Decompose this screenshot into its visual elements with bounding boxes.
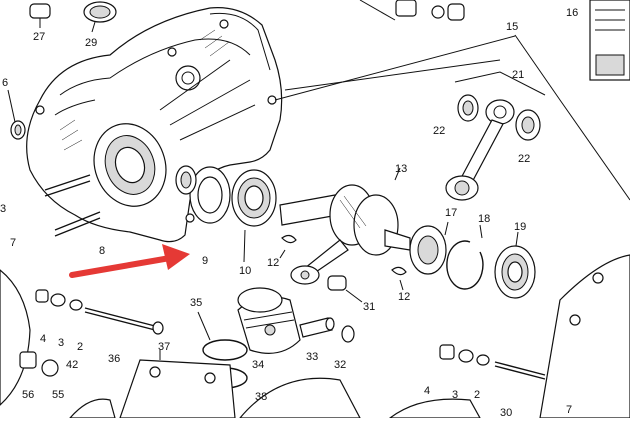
label-19: 19 (514, 221, 526, 233)
part-56-nut (19, 351, 37, 369)
label-17: 17 (445, 207, 457, 219)
label-22-right: 22 (518, 153, 530, 165)
right-cover-bolt-2 (592, 272, 604, 284)
part-36-stud-bolt (84, 307, 164, 335)
lower-housing-edge (388, 398, 482, 419)
left-cover-edge (0, 269, 31, 406)
label-12-right: 12 (398, 291, 410, 303)
part-32-clip (341, 325, 355, 343)
label-7-right: 7 (566, 404, 572, 416)
right-cover-bolt (569, 314, 581, 326)
label-35: 35 (190, 297, 202, 309)
label-4-right: 4 (424, 385, 430, 397)
label-12-left: 12 (267, 257, 279, 269)
label-38: 38 (255, 391, 267, 403)
label-21: 21 (512, 69, 524, 81)
label-3-mid: 3 (58, 337, 64, 349)
label-34: 34 (252, 359, 264, 371)
label-2-right: 2 (474, 389, 480, 401)
part-29-needle-bearing (83, 1, 117, 33)
lower-right-fastener-set (439, 344, 546, 380)
label-18: 18 (478, 213, 490, 225)
part-27-spacer (29, 3, 51, 28)
label-9: 9 (202, 255, 208, 267)
label-15: 15 (506, 21, 518, 33)
part-18-circlip (446, 224, 484, 290)
label-36: 36 (108, 353, 120, 365)
label-56: 56 (22, 389, 34, 401)
part-31-pin (327, 275, 363, 303)
red-pointer-arrow (69, 244, 190, 278)
label-3-left: 3 (0, 203, 6, 215)
crankcase-housing (26, 7, 283, 243)
part-33-gudgeon-pin (299, 317, 335, 338)
part-55-bolt (41, 359, 59, 377)
left-washer-set (35, 289, 83, 311)
part-21-connecting-rod (445, 71, 546, 201)
label-8: 8 (99, 245, 105, 257)
part-10-ball-bearing (231, 169, 277, 263)
part-13-crankshaft (279, 167, 411, 285)
part-19-bearing (494, 231, 536, 299)
part-12-key-b (391, 266, 407, 291)
part-34-piston (237, 287, 301, 354)
label-33: 33 (306, 351, 318, 363)
label-27: 27 (33, 31, 45, 43)
label-16: 16 (566, 7, 578, 19)
right-cover-edge (539, 254, 630, 419)
part-42-bracket (68, 398, 116, 419)
label-10: 10 (239, 265, 251, 277)
label-37: 37 (158, 341, 170, 353)
label-42: 42 (66, 359, 78, 371)
part-16-panel (589, 0, 630, 81)
label-30: 30 (500, 407, 512, 418)
label-6: 6 (2, 77, 8, 89)
label-13: 13 (395, 163, 407, 175)
part-12-key-a (279, 234, 297, 259)
label-55: 55 (52, 389, 64, 401)
label-3-right: 3 (452, 389, 458, 401)
part-17-seal (409, 221, 449, 275)
label-2-left: 2 (77, 341, 83, 353)
label-4-left: 4 (40, 333, 46, 345)
label-29: 29 (85, 37, 97, 49)
part-6-seal (7, 89, 26, 140)
label-31: 31 (363, 301, 375, 313)
label-32: 32 (334, 359, 346, 371)
label-22-left: 22 (433, 125, 445, 137)
part-9-bearing-ring (175, 165, 231, 224)
part-37-cylinder-gasket (119, 350, 236, 419)
part-38-cylinder-head (238, 377, 361, 419)
label-7-left: 7 (10, 237, 16, 249)
top-small-fasteners (359, 0, 465, 21)
